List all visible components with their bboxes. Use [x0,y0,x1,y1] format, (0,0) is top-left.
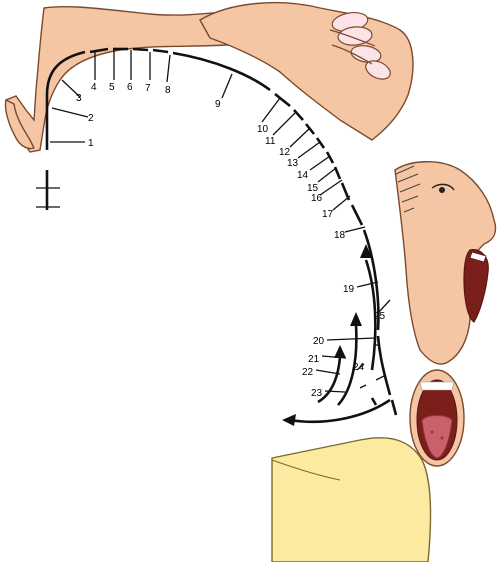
cushion-illustration [271,437,432,562]
open-mouth-illustration [409,369,465,467]
label-9: 9 [215,99,221,110]
leader-ticks [50,50,391,393]
infant-illustration [4,6,331,153]
label-7: 7 [145,83,151,94]
label-8: 8 [165,85,171,96]
label-19: 19 [343,284,355,295]
label-13: 13 [287,158,299,169]
label-15: 15 [307,183,319,194]
label-25: 25 [374,311,386,322]
label-3: 3 [76,93,82,104]
label-14: 14 [297,170,309,181]
label-4: 4 [91,82,97,93]
label-12: 12 [279,147,291,158]
label-24: 24 [353,362,365,373]
label-16: 16 [311,193,323,204]
timeline-labels: 1 2 3 4 5 6 7 8 9 10 11 12 13 14 15 16 1… [76,82,386,399]
timeline-curve [36,47,398,416]
label-21: 21 [308,354,320,365]
label-18: 18 [334,230,346,241]
hand-illustration [199,1,414,141]
label-23: 23 [311,388,323,399]
label-10: 10 [257,124,269,135]
label-17: 17 [322,209,334,220]
timeline-arrows [282,244,391,426]
label-20: 20 [313,336,325,347]
label-1: 1 [88,138,94,149]
label-11: 11 [265,136,276,147]
label-5: 5 [109,82,115,93]
mouth-opening [463,249,489,323]
label-22: 22 [302,367,314,378]
label-2: 2 [88,113,94,124]
label-6: 6 [127,82,133,93]
screaming-face-illustration [394,161,497,365]
